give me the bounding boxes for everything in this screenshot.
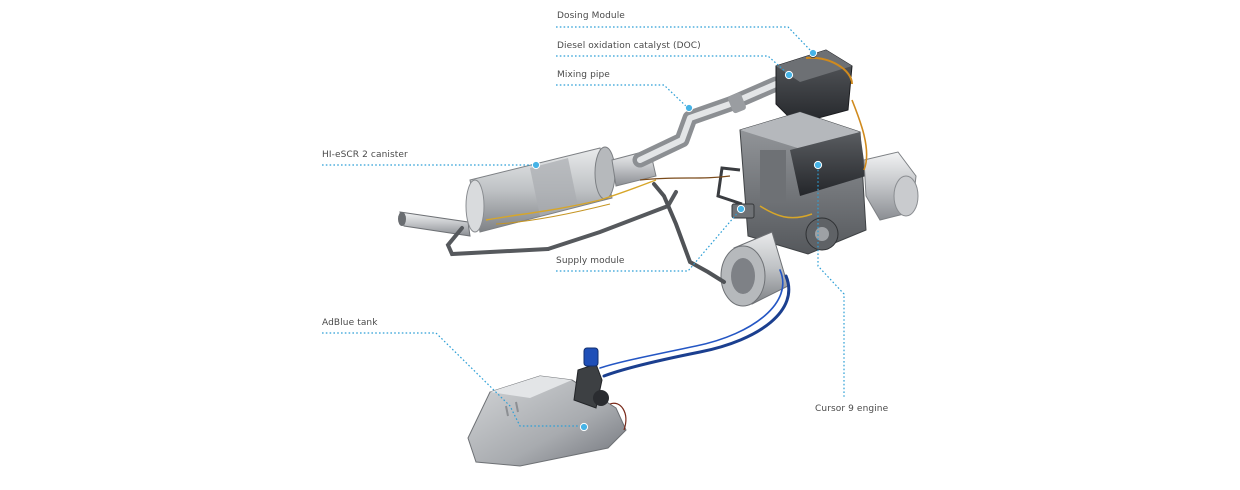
- leader-dosing-module: [556, 26, 813, 53]
- marker-adblue-tank: [579, 422, 589, 432]
- tail-pipe: [398, 190, 678, 257]
- escr-canister-shape: [465, 146, 657, 233]
- marker-mixing-pipe: [684, 103, 694, 113]
- supply-module-shape: [720, 203, 789, 307]
- engine-shape: [716, 99, 919, 255]
- marker-canister: [531, 160, 541, 170]
- label-dosing-module: Dosing Module: [557, 11, 625, 21]
- mixing-pipe-shape: [632, 76, 784, 168]
- leader-engine: [817, 166, 845, 398]
- marker-dots: [531, 48, 823, 432]
- marker-supply-module: [736, 204, 746, 214]
- label-canister: HI-eSCR 2 canister: [322, 150, 408, 160]
- system-illustration: [398, 49, 919, 467]
- leader-lines: [322, 26, 845, 427]
- doc-shape: [775, 49, 853, 125]
- label-adblue-tank: AdBlue tank: [322, 318, 378, 328]
- adblue-tank-shape: [467, 347, 627, 467]
- supply-lines: [599, 175, 791, 378]
- label-doc: Diesel oxidation catalyst (DOC): [557, 41, 701, 51]
- label-mixing-pipe: Mixing pipe: [557, 70, 610, 80]
- leader-adblue-tank: [322, 332, 584, 427]
- marker-dosing-module: [808, 48, 818, 58]
- leader-mixing-pipe: [556, 84, 689, 109]
- marker-engine: [813, 160, 823, 170]
- label-engine: Cursor 9 engine: [815, 404, 889, 414]
- label-supply-module: Supply module: [556, 256, 625, 266]
- marker-doc: [784, 70, 794, 80]
